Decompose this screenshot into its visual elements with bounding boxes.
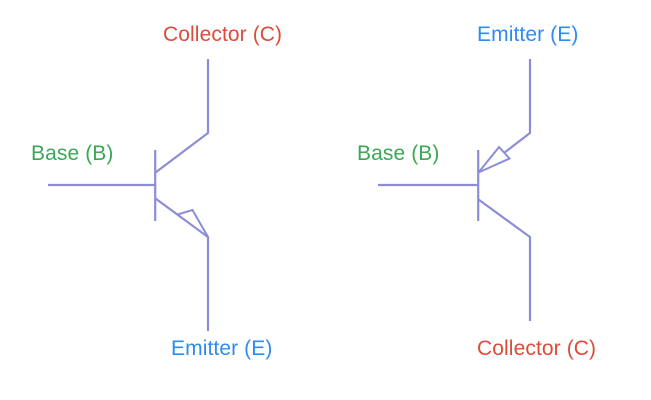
npn-transistor-symbol [48, 59, 210, 331]
npn-emitter-label: Emitter (E) [171, 337, 273, 360]
npn-collector-label: Collector (C) [163, 23, 283, 46]
npn-emitter-arrowhead-icon [175, 208, 209, 238]
pnp-emitter-label: Emitter (E) [477, 23, 579, 46]
npn-collector-wire [154, 59, 210, 174]
npn-base-label: Base (B) [31, 142, 114, 165]
pnp-collector-label: Collector (C) [477, 337, 597, 360]
pnp-transistor-symbol [378, 59, 532, 321]
pnp-collector-wire [477, 198, 532, 321]
pnp-emitter-arrowhead-icon [477, 145, 512, 174]
pnp-base-label: Base (B) [357, 142, 440, 165]
